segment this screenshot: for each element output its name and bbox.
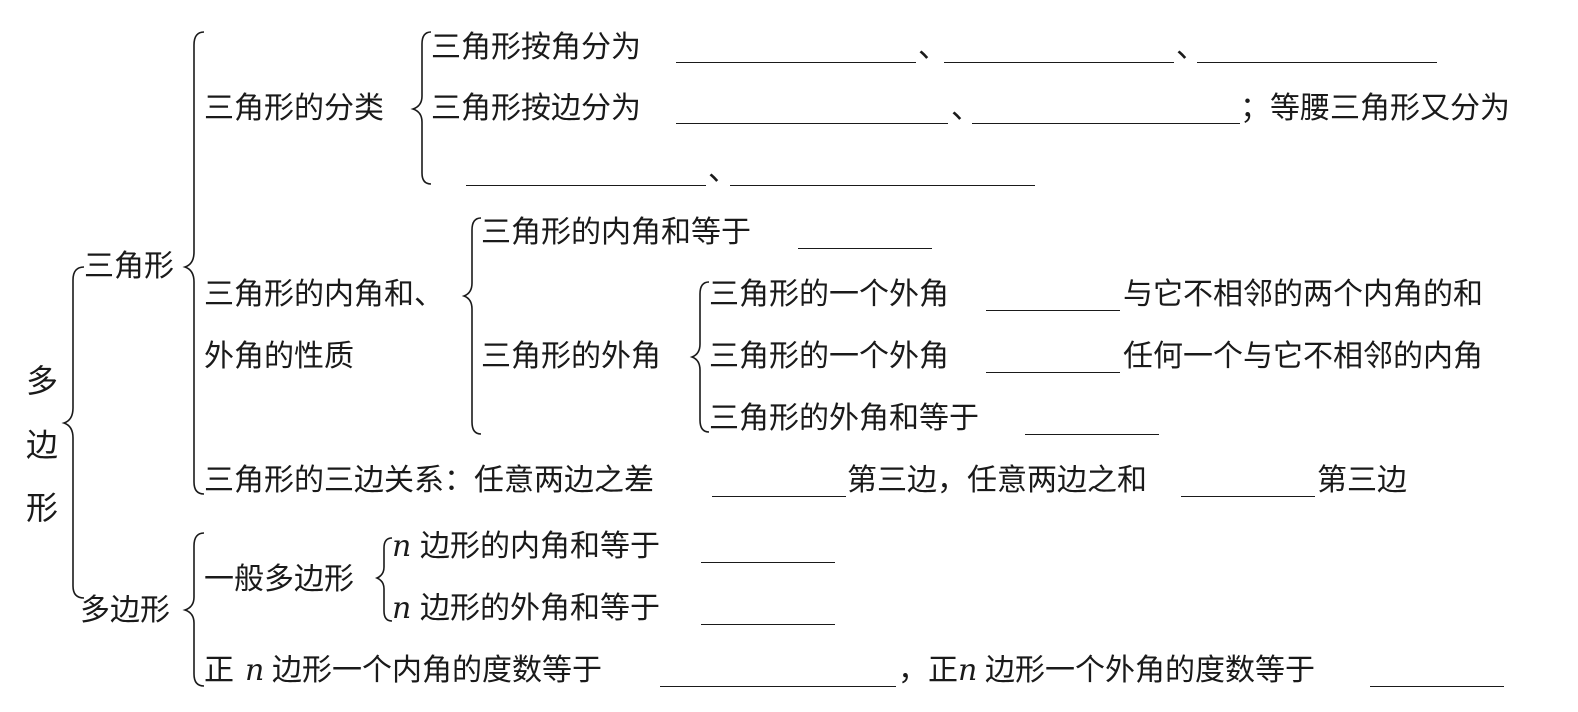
- general-interior-text: 边形的内角和等于: [420, 529, 660, 564]
- regular-exterior-text: 边形一个外角的度数等于: [985, 653, 1315, 688]
- blank-isosceles-2[interactable]: [730, 185, 1035, 186]
- blank-sides-diff[interactable]: [712, 496, 846, 497]
- blank-exterior-prop-2[interactable]: [986, 372, 1120, 373]
- by-side-text: 三角形按边分为: [431, 91, 641, 126]
- blank-sides-sum[interactable]: [1181, 496, 1315, 497]
- triangle-label: 三角形: [84, 249, 174, 284]
- regular-pre: 正: [204, 653, 234, 688]
- exterior-prop-2-pre: 三角形的一个外角: [709, 339, 949, 374]
- angles-label-line1: 三角形的内角和、: [204, 277, 444, 312]
- sides-text-pre: 三角形的三边关系：任意两边之差: [204, 463, 654, 498]
- brace-root: [61, 266, 85, 599]
- brace-polygon: [182, 532, 205, 687]
- separator: 、: [918, 30, 948, 65]
- by-angle-text: 三角形按角分为: [431, 30, 641, 65]
- root-char-2: 边: [26, 426, 59, 464]
- exterior-prop-1-post: 与它不相邻的两个内角的和: [1123, 277, 1483, 312]
- general-exterior-text: 边形的外角和等于: [420, 591, 660, 626]
- root-char-1: 多: [26, 362, 59, 400]
- brace-general: [374, 537, 393, 622]
- general-polygon-label: 一般多边形: [204, 562, 354, 597]
- angles-label-line2: 外角的性质: [204, 339, 354, 374]
- blank-regular-interior[interactable]: [660, 686, 896, 687]
- n-variable: n: [958, 653, 978, 688]
- brace-triangle: [182, 31, 205, 495]
- polygon-label: 多边形: [80, 593, 170, 628]
- regular-mid: ，正: [898, 653, 958, 688]
- blank-general-exterior[interactable]: [701, 624, 835, 625]
- n-variable: n: [245, 653, 265, 688]
- blank-side-type-2[interactable]: [972, 123, 1240, 124]
- blank-isosceles-1[interactable]: [466, 185, 706, 186]
- separator: 、: [951, 91, 981, 126]
- sides-text-post: 第三边: [1317, 463, 1407, 498]
- interior-sum-text: 三角形的内角和等于: [481, 215, 751, 250]
- exterior-prop-1-pre: 三角形的一个外角: [709, 277, 949, 312]
- brace-classification: [410, 31, 432, 185]
- exterior-prop-2-post: 任何一个与它不相邻的内角: [1123, 339, 1483, 374]
- separator: 、: [708, 153, 738, 188]
- blank-exterior-sum[interactable]: [1025, 434, 1159, 435]
- root-char-3: 形: [26, 489, 59, 527]
- classification-label: 三角形的分类: [204, 91, 384, 126]
- exterior-label: 三角形的外角: [481, 339, 661, 374]
- regular-interior-text: 边形一个内角的度数等于: [272, 653, 602, 688]
- n-variable: n: [392, 591, 412, 626]
- blank-angle-type-3[interactable]: [1197, 62, 1437, 63]
- brace-exterior: [689, 281, 710, 433]
- blank-exterior-prop-1[interactable]: [986, 310, 1120, 311]
- brace-angles: [461, 217, 482, 435]
- sides-text-mid: 第三边，任意两边之和: [847, 463, 1147, 498]
- blank-angle-type-1[interactable]: [676, 62, 916, 63]
- blank-interior-sum[interactable]: [798, 248, 932, 249]
- n-variable: n: [392, 529, 412, 564]
- isosceles-text: ；等腰三角形又分为: [1240, 91, 1510, 126]
- blank-general-interior[interactable]: [701, 562, 835, 563]
- blank-angle-type-2[interactable]: [944, 62, 1174, 63]
- separator: 、: [1176, 30, 1206, 65]
- exterior-sum-text: 三角形的外角和等于: [709, 401, 979, 436]
- blank-side-type-1[interactable]: [676, 123, 948, 124]
- blank-regular-exterior[interactable]: [1370, 686, 1504, 687]
